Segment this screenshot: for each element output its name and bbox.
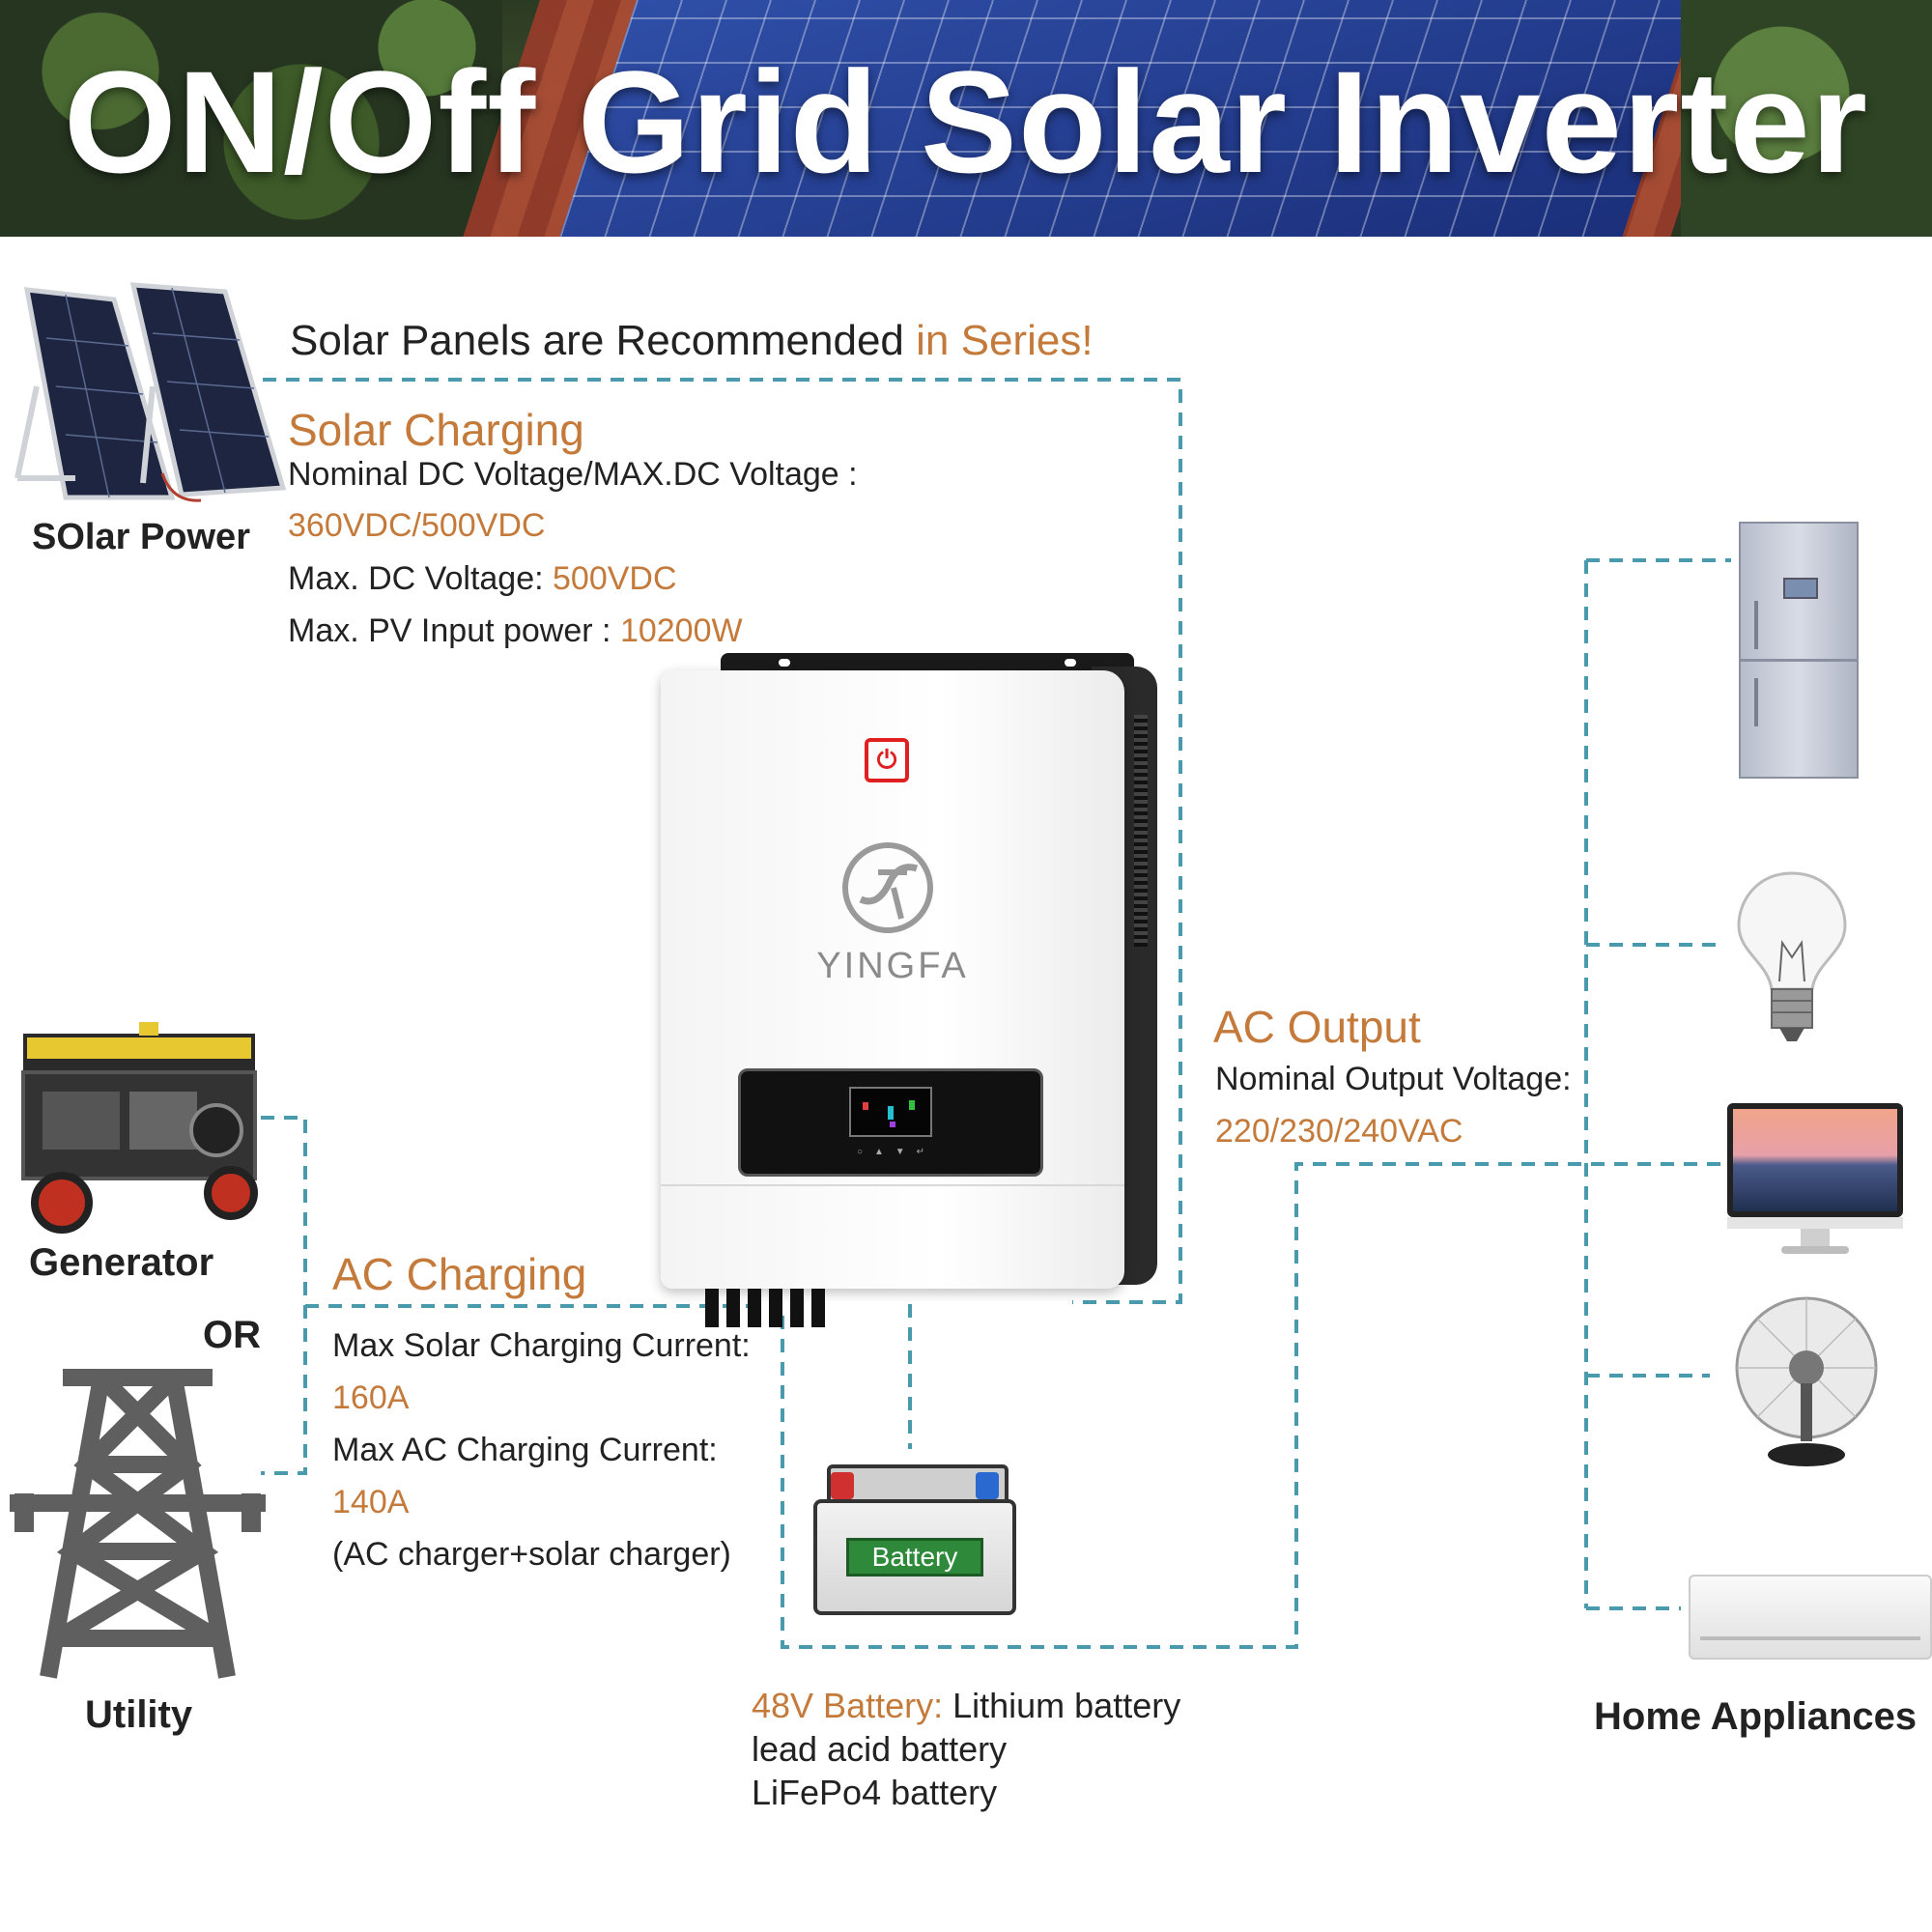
bracket-hole — [779, 659, 790, 667]
solar-recommend-highlight: in Series! — [916, 317, 1094, 364]
solar-recommend: Solar Panels are Recommended in Series! — [290, 317, 1094, 365]
battery-case: Battery — [813, 1499, 1016, 1615]
home-appliances-label: Home Appliances — [1594, 1695, 1918, 1738]
battery-label: Battery — [846, 1538, 983, 1577]
line-solar — [263, 378, 1182, 1304]
battery-type2: lead acid battery — [752, 1729, 1008, 1769]
air-conditioner-icon — [1689, 1575, 1932, 1660]
battery-type3: LiFePo4 battery — [752, 1773, 998, 1812]
monitor-chin — [1727, 1217, 1903, 1229]
inverter-mount-bracket — [721, 653, 1134, 672]
solar-recommend-text: Solar Panels are Recommended — [290, 317, 917, 364]
inverter-divider — [661, 1184, 1124, 1186]
bracket-hole — [1065, 659, 1076, 667]
ac-charging-note: (AC charger+solar charger) — [332, 1536, 731, 1573]
lcd-indicator — [888, 1106, 894, 1120]
yingfa-logo-icon — [842, 842, 933, 933]
solar-max-pv-label: Max. PV Input power : — [288, 612, 620, 649]
solar-panels-icon — [14, 282, 287, 502]
lcd-indicator — [890, 1122, 895, 1127]
or-label: OR — [203, 1314, 261, 1356]
monitor-icon — [1727, 1103, 1903, 1256]
down-button-icon[interactable]: ▼ — [895, 1147, 905, 1157]
fan-icon — [1735, 1296, 1878, 1466]
solar-max-pv-value: 10200W — [619, 612, 743, 649]
utility-label: Utility — [85, 1693, 193, 1736]
battery-icon: Battery — [813, 1457, 1016, 1623]
generator-icon — [21, 1022, 258, 1234]
display-buttons: ○ ▲ ▼ ↵ — [857, 1147, 924, 1157]
solar-max-dc-label: Max. DC Voltage: — [288, 560, 554, 597]
monitor-bezel — [1727, 1103, 1903, 1217]
inverter-body: ⏻ YINGFA ○ ▲ ▼ ↵ — [661, 670, 1124, 1289]
battery-type-line1: 48V Battery: Lithium battery — [752, 1686, 1180, 1726]
inverter-vent — [1134, 715, 1148, 947]
up-button-icon[interactable]: ▲ — [873, 1147, 884, 1157]
inverter-brand: YINGFA — [816, 946, 969, 986]
solar-max-dc-value: 500VDC — [553, 560, 677, 597]
line-ac-in — [305, 1162, 1721, 1649]
fridge-divider — [1741, 659, 1857, 662]
monitor-base — [1781, 1246, 1849, 1254]
ac-output-nominal-label: Nominal Output Voltage: — [1215, 1061, 1572, 1097]
solar-nominal-value: 360VDC/500VDC — [288, 507, 546, 544]
ac-output-nominal-value: 220/230/240VAC — [1215, 1113, 1463, 1150]
ac-vent — [1700, 1636, 1920, 1640]
ac-solar-current-value: 160A — [332, 1379, 410, 1416]
lcd-indicator — [863, 1102, 868, 1110]
light-bulb-icon — [1737, 871, 1847, 1041]
banner: ON/Off Grid Solar Inverter — [0, 0, 1932, 237]
fridge-handle — [1754, 678, 1758, 726]
enter-button-icon[interactable]: ↵ — [916, 1147, 924, 1157]
refrigerator-icon — [1739, 522, 1859, 779]
battery-terminal-positive — [831, 1472, 854, 1499]
battery-prefix: 48V Battery: — [752, 1686, 953, 1725]
battery-terminal-negative — [976, 1472, 999, 1499]
lcd-screen — [849, 1087, 932, 1137]
solar-charging-heading: Solar Charging — [288, 405, 584, 455]
monitor-screen — [1733, 1109, 1897, 1211]
lcd-indicator — [909, 1100, 915, 1110]
ac-current-value: 140A — [332, 1484, 410, 1520]
banner-title: ON/Off Grid Solar Inverter — [63, 41, 1869, 203]
solar-max-dc: Max. DC Voltage: 500VDC — [288, 560, 677, 598]
banner-trees-right — [1681, 0, 1932, 237]
fridge-handle — [1754, 601, 1758, 649]
ac-charging-heading: AC Charging — [332, 1249, 587, 1299]
esc-button-icon[interactable]: ○ — [857, 1147, 864, 1157]
ac-output-heading: AC Output — [1213, 1002, 1421, 1052]
solar-power-label: SOlar Power — [32, 517, 250, 557]
inverter-terminals — [705, 1289, 831, 1327]
utility-tower-icon — [10, 1369, 266, 1679]
battery-type1: Lithium battery — [952, 1686, 1181, 1725]
monitor-stand — [1801, 1229, 1830, 1246]
banner-trees — [0, 0, 502, 237]
generator-label: Generator — [29, 1241, 214, 1284]
inverter-display: ○ ▲ ▼ ↵ — [738, 1068, 1043, 1177]
ac-current-label: Max AC Charging Current: — [332, 1432, 718, 1468]
ac-solar-current-label: Max Solar Charging Current: — [332, 1327, 751, 1364]
solar-nominal-label: Nominal DC Voltage/MAX.DC Voltage : — [288, 456, 858, 493]
solar-max-pv: Max. PV Input power : 10200W — [288, 612, 743, 650]
power-icon[interactable]: ⏻ — [865, 738, 909, 782]
fridge-panel — [1783, 578, 1818, 599]
line-generator — [261, 1116, 307, 1475]
